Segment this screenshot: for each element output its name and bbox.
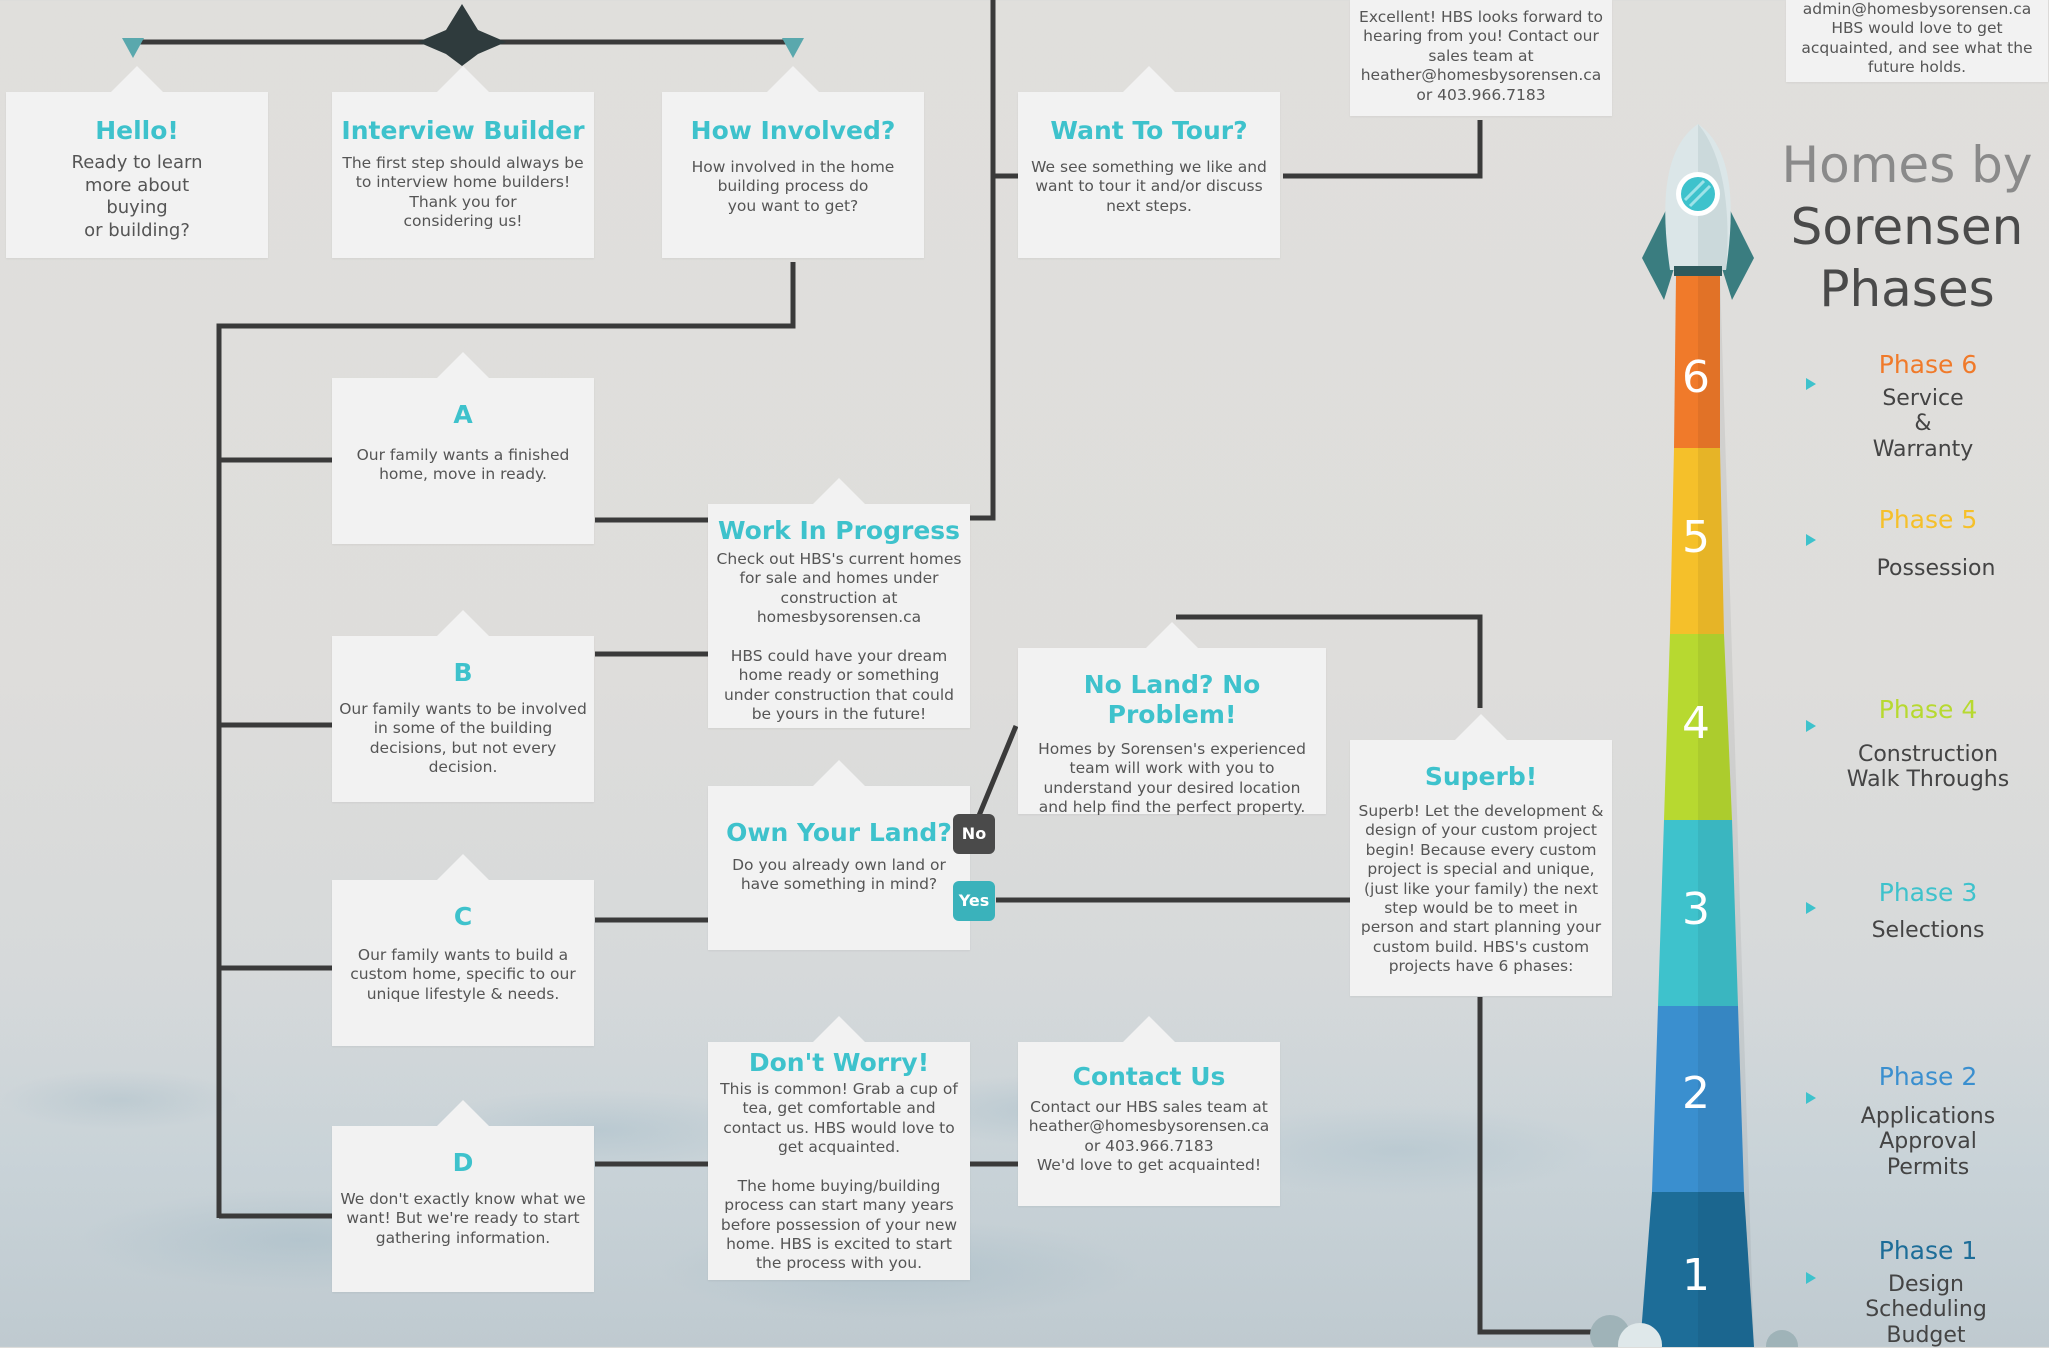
card-admin: admin@homesbysorensen.ca HBS would love … bbox=[1786, 0, 2048, 82]
rocket-number-2: 2 bbox=[1682, 1068, 1710, 1119]
card-c: C Our family wants to build a custom hom… bbox=[332, 854, 594, 1046]
card-body: Check out HBS's current homes for sale a… bbox=[716, 550, 962, 723]
card-title: D bbox=[452, 1148, 474, 1177]
phase-6-bullet-icon bbox=[1806, 378, 1816, 390]
rocket-number-4: 4 bbox=[1682, 698, 1710, 749]
card-b: B Our family wants to be involved in som… bbox=[332, 610, 594, 802]
rocket-number-5: 5 bbox=[1682, 512, 1710, 563]
rocket-number-3: 3 bbox=[1682, 884, 1710, 935]
phase-4-desc: Construction Walk Throughs bbox=[1846, 742, 2010, 793]
card-body: Our family wants to be involved in some … bbox=[339, 700, 587, 777]
card-body: This is common! Grab a cup of tea, get c… bbox=[720, 1080, 958, 1273]
card-body: How involved in the home building proces… bbox=[691, 158, 895, 215]
card-title: Don't Worry! bbox=[748, 1048, 930, 1077]
card-body: Our family wants a finished home, move i… bbox=[356, 446, 570, 484]
rocket-number-1: 1 bbox=[1682, 1250, 1710, 1301]
phase-3-bullet-icon bbox=[1806, 902, 1816, 914]
card-title: C bbox=[453, 902, 473, 931]
card-title: Contact Us bbox=[1072, 1062, 1226, 1091]
card-interview-builder: Interview Builder The first step should … bbox=[332, 66, 594, 258]
card-title: How Involved? bbox=[690, 116, 896, 145]
card-a: A Our family wants a finished home, move… bbox=[332, 352, 594, 544]
card-title: Hello! bbox=[95, 116, 179, 145]
card-own-your-land: Own Your Land? Do you already own land o… bbox=[708, 760, 970, 950]
phase-3-label: Phase 3 bbox=[1878, 878, 1978, 907]
card-d: D We don't exactly know what we want! Bu… bbox=[332, 1100, 594, 1292]
card-body: Our family wants to build a custom home,… bbox=[350, 946, 576, 1003]
card-body: admin@homesbysorensen.ca HBS would love … bbox=[1801, 0, 2033, 77]
phase-5-label: Phase 5 bbox=[1878, 505, 1978, 534]
title-line-1: Homes by bbox=[1781, 136, 2033, 194]
card-body: Excellent! HBS looks forward to hearing … bbox=[1359, 8, 1603, 104]
card-dont-worry: Don't Worry! This is common! Grab a cup … bbox=[708, 1016, 970, 1280]
card-title: Interview Builder bbox=[341, 116, 585, 145]
card-body: Do you already own land or have somethin… bbox=[732, 856, 946, 894]
card-title: Superb! bbox=[1424, 762, 1538, 791]
card-body: Superb! Let the development & design of … bbox=[1358, 802, 1604, 975]
phase-6-label: Phase 6 bbox=[1878, 350, 1978, 379]
card-body: Homes by Sorensen's experienced team wil… bbox=[1038, 740, 1306, 817]
card-hello: Hello! Ready to learn more about buying … bbox=[6, 66, 268, 258]
card-contact-us: Contact Us Contact our HBS sales team at… bbox=[1018, 1016, 1280, 1206]
card-work-in-progress: Work In Progress Check out HBS's current… bbox=[708, 478, 970, 728]
card-title: Want To Tour? bbox=[1050, 116, 1248, 145]
rocket-number-6: 6 bbox=[1682, 352, 1710, 403]
card-no-land-no-problem: No Land? No Problem! Homes by Sorensen's… bbox=[1018, 622, 1326, 816]
card-body: We see something we like and want to tou… bbox=[1031, 158, 1267, 215]
phase-1-label: Phase 1 bbox=[1878, 1236, 1978, 1265]
card-body: Ready to learn more about buying or buil… bbox=[71, 152, 203, 241]
phase-3-desc: Selections bbox=[1871, 918, 1985, 943]
tag-yes: Yes bbox=[953, 881, 995, 921]
phase-2-label: Phase 2 bbox=[1878, 1062, 1978, 1091]
card-title: Own Your Land? bbox=[726, 818, 952, 847]
card-title: No Land? No Problem! bbox=[1083, 670, 1261, 729]
tag-no: No bbox=[953, 814, 995, 854]
phase-2-desc: Applications Approval Permits bbox=[1860, 1104, 1996, 1180]
phase-4-bullet-icon bbox=[1806, 720, 1816, 732]
title-line-2: Sorensen bbox=[1790, 198, 2024, 256]
phase-4-label: Phase 4 bbox=[1878, 695, 1978, 724]
phase-1-bullet-icon bbox=[1806, 1272, 1816, 1284]
phase-2-bullet-icon bbox=[1806, 1092, 1816, 1104]
card-superb: Superb! Superb! Let the development & de… bbox=[1350, 714, 1612, 996]
card-body: Contact our HBS sales team at heather@ho… bbox=[1028, 1098, 1270, 1175]
phase-5-bullet-icon bbox=[1806, 534, 1816, 546]
card-title: Work In Progress bbox=[717, 516, 961, 545]
card-want-to-tour: Want To Tour? We see something we like a… bbox=[1018, 66, 1280, 258]
phase-6-desc: Service & Warranty bbox=[1872, 386, 1974, 462]
phase-1-desc: Design Scheduling Budget bbox=[1865, 1272, 1987, 1348]
card-title: A bbox=[453, 400, 473, 429]
card-body: We don't exactly know what we want! But … bbox=[340, 1190, 586, 1247]
card-body: The first step should always be to inter… bbox=[342, 154, 584, 231]
card-title: B bbox=[453, 658, 473, 687]
phase-5-desc: Possession bbox=[1876, 556, 1996, 581]
diamond-ornament bbox=[418, 4, 506, 66]
card-excellent: Excellent! HBS looks forward to hearing … bbox=[1350, 0, 1612, 116]
title-line-3: Phases bbox=[1819, 260, 1995, 318]
card-how-involved: How Involved? How involved in the home b… bbox=[662, 66, 924, 258]
rocket-window-icon bbox=[1681, 177, 1715, 211]
